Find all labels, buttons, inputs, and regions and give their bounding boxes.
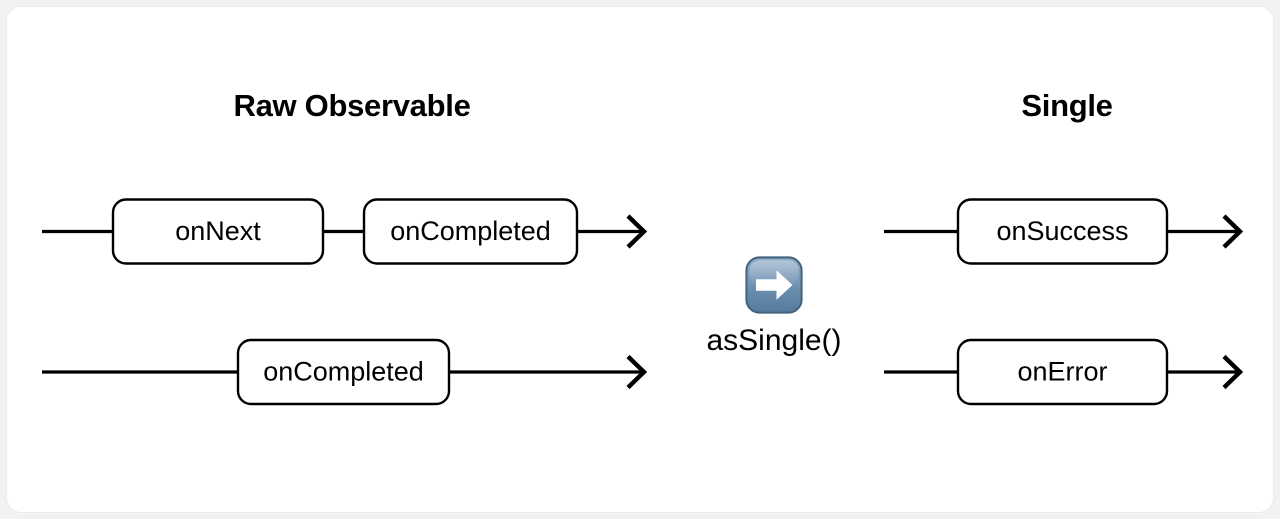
arrow-head-icon — [1222, 354, 1244, 390]
event-node-oncompleted[interactable] — [362, 198, 579, 265]
operator-icon-container[interactable] — [745, 256, 803, 314]
event-node-label: onSuccess — [996, 216, 1128, 246]
operator-label: asSingle() — [706, 324, 842, 357]
event-node-oncompleted[interactable] — [236, 338, 451, 406]
timeline-raw-observable-row-1: onNext onCompleted — [42, 198, 648, 265]
timeline-single-row-2: onError — [884, 338, 1244, 406]
arrow-head-icon — [1222, 214, 1244, 249]
event-node-onnext[interactable] — [111, 198, 325, 265]
timelines-diagram: onNext onCompleted onCompleted onSuccess — [42, 198, 1244, 406]
timeline-single-row-1: onSuccess — [884, 198, 1244, 265]
arrow-head-icon — [626, 354, 648, 390]
event-node-label: onCompleted — [263, 357, 424, 387]
timeline-raw-observable-row-2: onCompleted — [42, 338, 648, 406]
column-title-raw-observable: Raw Observable — [233, 88, 471, 123]
column-title-single: Single — [1021, 88, 1113, 123]
right-arrow-icon — [745, 256, 803, 314]
event-node-label: onError — [1017, 357, 1107, 387]
event-node-onsuccess[interactable] — [956, 198, 1169, 265]
event-node-onerror[interactable] — [956, 338, 1169, 406]
event-node-label: onNext — [175, 216, 261, 246]
diagram-card: Raw Observable Single onNext onCompleted… — [7, 7, 1273, 512]
event-node-label: onCompleted — [390, 216, 551, 246]
arrow-head-icon — [626, 214, 648, 249]
